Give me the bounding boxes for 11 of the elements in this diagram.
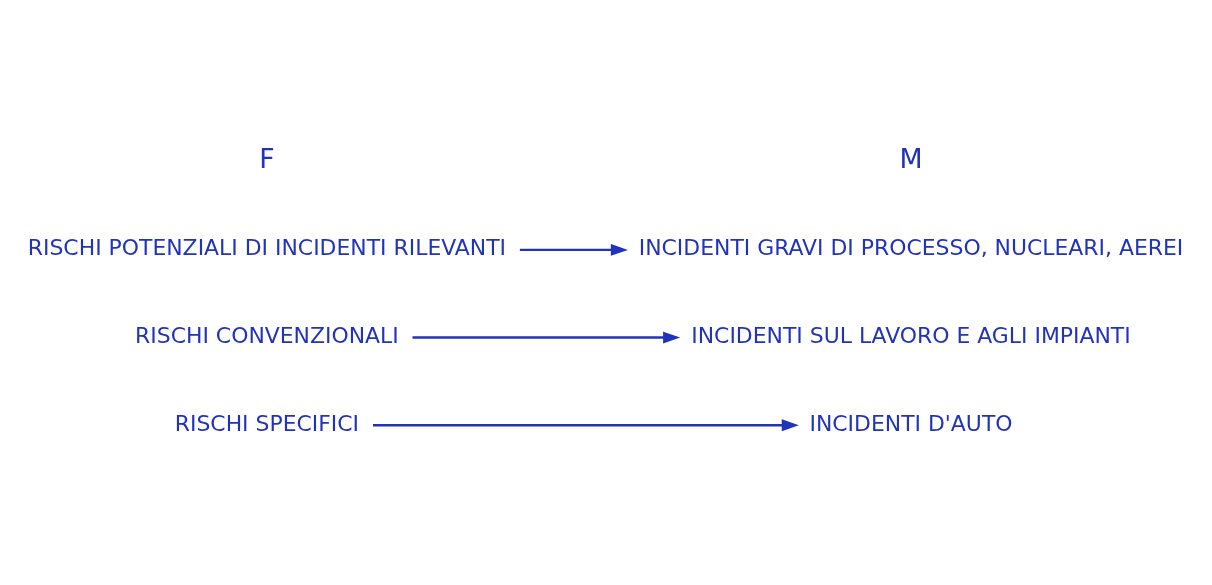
node-text: INCIDENTI GRAVI DI PROCESSO, NUCLEARI, AEREI xyxy=(638,235,1184,261)
node-text: INCIDENTI SUL LAVORO E AGLI IMPIANTI xyxy=(691,322,1131,348)
arrow xyxy=(412,331,681,344)
arrow xyxy=(519,243,628,256)
node-text: INCIDENTI D'AUTO xyxy=(809,410,1013,436)
node-text: RISCHI POTENZIALI DI INCIDENTI RILEVANTI xyxy=(27,235,507,261)
node-text: RISCHI SPECIFICI xyxy=(174,410,360,436)
label: F xyxy=(259,142,275,174)
node-text: RISCHI CONVENZIONALI xyxy=(135,322,399,348)
label: M xyxy=(899,142,923,174)
arrow xyxy=(373,419,799,432)
